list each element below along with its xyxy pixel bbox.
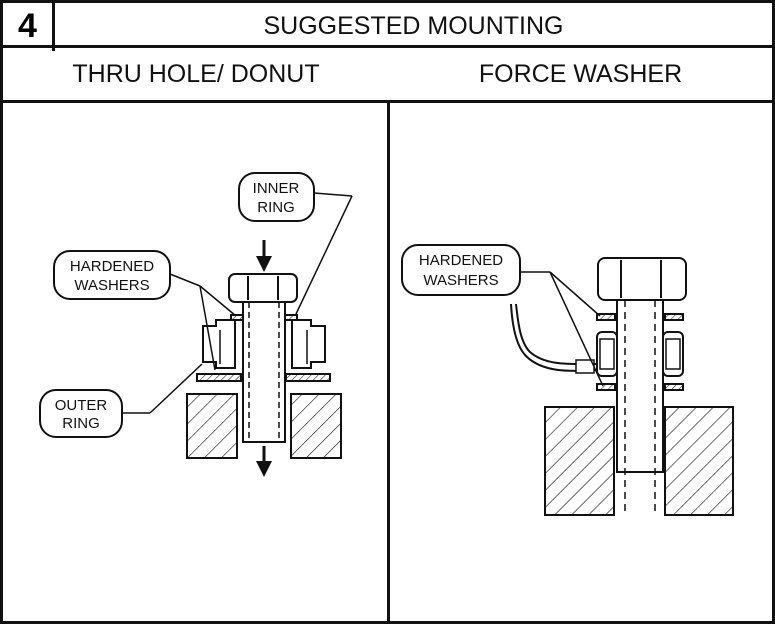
hardened-washers-right-line1: HARDENED [419, 252, 503, 269]
sensor-cable [510, 303, 598, 374]
inner-ring-label-line2: RING [257, 199, 295, 216]
lower-washer-right-right [664, 383, 684, 391]
force-washer-diagram [510, 257, 734, 516]
bolt-shank-right [616, 299, 664, 512]
hardened-washers-label-line2: WASHERS [74, 277, 149, 294]
bolt-head-right [597, 257, 687, 301]
hardened-washers-label-line1: HARDENED [70, 258, 154, 275]
lower-washer-right [285, 373, 331, 382]
column-headers: THRU HOLE/ DONUT FORCE WASHER [0, 45, 775, 103]
down-arrow-top-icon [256, 240, 272, 272]
thru-hole-diagram [122, 192, 353, 477]
lower-washer-right-left [596, 383, 616, 391]
lower-washer-left [196, 373, 242, 382]
outer-ring-label-line1: OUTER [55, 397, 108, 414]
hardened-washers-callout-right: HARDENED WASHERS [401, 244, 521, 296]
thru-hole-title: THRU HOLE/ DONUT [72, 60, 320, 88]
inner-ring-label-line1: INNER [253, 180, 300, 197]
force-washer-title: FORCE WASHER [478, 60, 683, 88]
down-arrow-bottom-icon [256, 446, 272, 477]
base-block-right-left [544, 406, 615, 516]
upper-washer-right-right [664, 313, 684, 321]
hardened-washers-callout-left: HARDENED WASHERS [53, 250, 171, 300]
base-block-right-right [664, 406, 734, 516]
force-washer-sensor [596, 331, 684, 377]
bolt-shank [242, 301, 286, 443]
bolt-head [228, 273, 298, 303]
force-washer-panel [387, 100, 775, 624]
upper-washer-right-left [596, 313, 616, 321]
base-block-left [186, 393, 238, 459]
base-block-right [290, 393, 342, 459]
inner-ring-callout: INNER RING [238, 172, 315, 222]
step-number: 4 [3, 3, 55, 51]
donut-sensor [202, 319, 326, 369]
outer-ring-label-line2: RING [62, 415, 100, 432]
outer-ring-callout: OUTER RING [39, 389, 123, 438]
hardened-washers-right-line2: WASHERS [423, 272, 498, 289]
page-title: SUGGESTED MOUNTING [263, 12, 564, 40]
